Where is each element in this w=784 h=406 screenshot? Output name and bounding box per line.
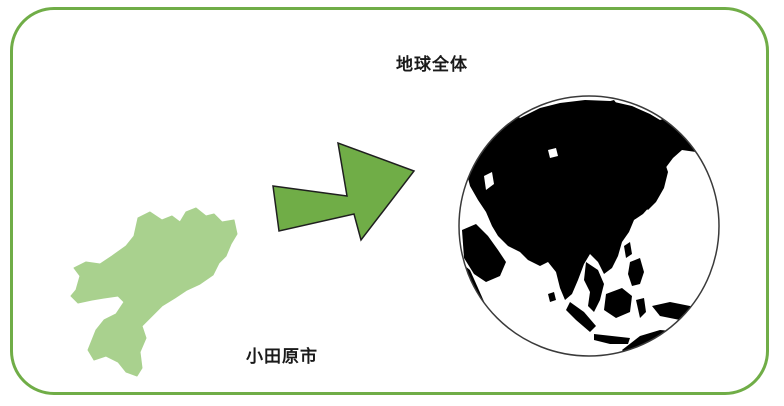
globe-outline [458,95,720,357]
city-label: 小田原市 [246,347,318,367]
arrow-shape [272,141,416,242]
globe-label: 地球全体 [396,55,468,75]
city-shape [70,207,238,377]
